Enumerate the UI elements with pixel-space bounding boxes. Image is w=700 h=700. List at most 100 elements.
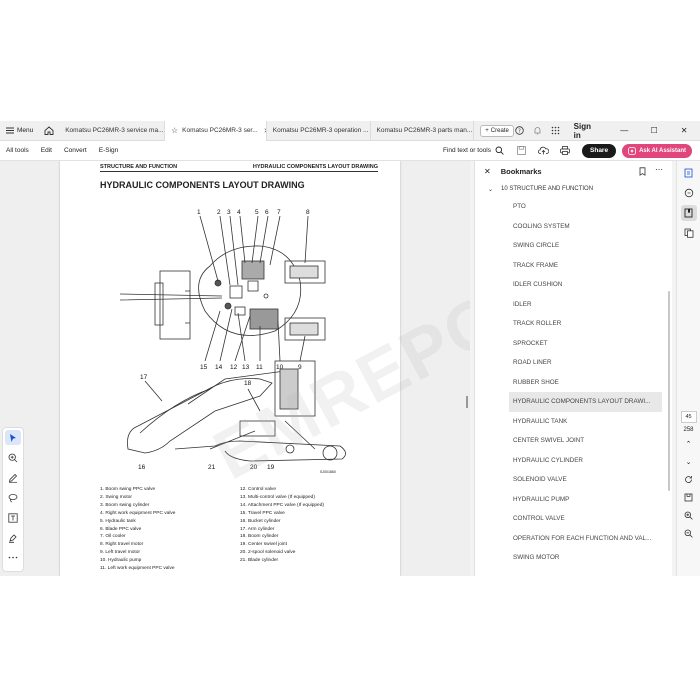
bookmark-item[interactable]: OPERATION FOR EACH FUNCTION AND VAL... [513,534,652,542]
apps-grid-icon[interactable] [550,125,562,137]
zoom-in-rail-icon[interactable] [681,508,697,523]
help-icon[interactable]: ? [514,125,526,137]
convert-menu[interactable]: Convert [63,147,87,154]
bookmark-item[interactable]: SOLENOID VALVE [513,476,567,484]
notification-bell-icon[interactable] [532,125,544,137]
bookmark-item[interactable]: TRACK ROLLER [513,320,562,328]
callout-16: 16 [138,464,146,471]
select-tool[interactable] [5,430,21,445]
bookmark-item[interactable]: CENTER SWIVEL JOINT [513,437,585,445]
tab-close-icon[interactable]: ✕ [264,127,266,135]
page-total: 258 [683,427,694,433]
save-page-icon[interactable] [681,490,697,505]
bookmark-parent[interactable]: ⌄ 10 STRUCTURE AND FUNCTION [475,181,672,197]
create-button[interactable]: + Create [480,124,514,137]
draw-tool[interactable] [5,470,21,485]
quick-tools-bar [2,427,24,572]
close-panel-icon[interactable]: ✕ [484,166,491,176]
find-label: Find text or tools [442,147,492,154]
minimize-button[interactable]: — [620,126,629,135]
edit-menu[interactable]: Edit [40,147,52,154]
legend-item: 20. 2-spool solenoid valve [240,550,296,556]
copy-pages-icon [684,228,693,238]
page-down-icon[interactable]: ⌄ [685,458,692,466]
tab-label: Komatsu PC26MR-3 ser... [182,127,258,134]
find-text-tools[interactable]: Find text or tools [443,146,510,155]
page-up-icon[interactable]: ⌃ [685,440,692,448]
comment-tool[interactable] [5,490,21,505]
bookmarks-title: Bookmarks [500,166,542,176]
tab-parts-manual[interactable]: Komatsu PC26MR-3 parts man... [371,121,475,141]
document-viewport[interactable]: STRUCTURE AND FUNCTION HYDRAULIC COMPONE… [0,161,470,576]
legend-item: 18. Boom cylinder [240,534,279,540]
hamburger-icon [6,127,14,134]
callout-21: 21 [208,464,216,471]
bookmark-item[interactable]: HYDRAULIC PUMP [513,495,570,503]
save-icon[interactable] [514,144,528,158]
bookmarks-scrollbar[interactable] [668,291,670,491]
bookmark-item[interactable]: CONTROL VALVE [513,515,565,523]
home-icon [44,126,54,135]
bookmark-item[interactable]: COOLING SYSTEM [513,222,570,230]
tab-service-manual[interactable]: Komatsu PC26MR-3 service ma... [59,121,165,141]
legend-item: 11. Left work equipment PPC valve [100,566,175,572]
text-tool[interactable] [5,510,21,525]
bookmark-item[interactable]: HYDRAULIC TANK [513,417,568,425]
menu-button[interactable]: Menu [0,121,39,141]
cursor-arrow-icon [9,433,16,442]
refresh-icon[interactable] [681,472,697,487]
bookmark-item[interactable]: PTO [513,203,526,211]
edit-document-icon [684,168,692,178]
edit-pdf-rail-button[interactable] [681,165,697,181]
text-box-icon [8,512,18,523]
legend-item: 8. Right travel motor [100,542,144,548]
tab-operation-manual[interactable]: Komatsu PC26MR-3 operation ... [267,121,371,141]
zoom-tool[interactable] [5,450,21,465]
search-icon [495,146,504,155]
bookmark-item[interactable]: SWING MOTOR [513,554,560,562]
bookmark-item[interactable]: SWING CIRCLE [513,242,560,250]
sign-tool[interactable] [5,530,21,545]
zoom-out-rail-icon[interactable] [681,526,697,541]
share-button[interactable]: Share [582,143,617,158]
legend-item: 21. Blade cylinder [240,558,279,564]
bookmark-item-selected[interactable]: HYDRAULIC COMPONENTS LAYOUT DRAWI... [509,392,662,412]
e-sign-menu[interactable]: E-Sign [98,147,119,154]
callout-14: 14 [215,364,223,371]
all-tools-menu[interactable]: All tools [6,147,29,154]
callout-6: 6 [265,209,269,216]
bookmark-item[interactable]: RUBBER SHOE [513,378,559,386]
legend-item: 17. Arm cylinder [240,526,275,532]
bookmarks-rail-button[interactable] [680,205,697,221]
chevron-down-icon[interactable]: ⌄ [488,186,494,193]
ai-assistant-button[interactable]: Ask AI Assistant [622,143,692,158]
legend-item: 12. Control valve [240,487,276,492]
panel-resize-handle[interactable] [466,396,468,408]
bookmark-item[interactable]: TRACK FRAME [513,261,559,269]
maximize-button[interactable]: ☐ [650,126,658,135]
more-options-icon[interactable]: ⋯ [655,164,663,174]
add-bookmark-icon[interactable] [638,166,647,176]
cloud-upload-icon[interactable] [536,144,550,158]
legend-item: 7. Oil cooler [100,534,126,540]
comment-rail-button[interactable] [681,185,697,201]
bookmark-item[interactable]: SPROCKET [513,339,548,347]
bookmark-item[interactable]: IDLER CUSHION [513,281,563,289]
page-number-input[interactable]: 45 [680,411,697,423]
print-icon[interactable] [558,144,572,158]
bookmark-item[interactable]: IDLER [513,300,532,308]
callout-12: 12 [230,364,238,371]
home-button[interactable] [39,121,59,141]
bookmark-item[interactable]: HYDRAULIC CYLINDER [513,456,583,464]
star-icon[interactable]: ☆ [170,126,179,135]
pencil-icon [8,473,18,483]
thumbnails-rail-button[interactable] [681,225,697,241]
sign-in-button[interactable]: Sign in [573,121,592,140]
legend-item: 10. Hydraulic pump [100,558,142,564]
callout-18: 18 [244,380,252,387]
close-window-button[interactable]: ✕ [680,126,688,135]
bookmark-item[interactable]: ROAD LINER [513,359,552,367]
figure-code: SJ001860 [320,470,336,474]
tab-service-manual-active[interactable]: ☆ Komatsu PC26MR-3 ser... ✕ [164,121,267,141]
more-tools[interactable] [5,550,21,565]
